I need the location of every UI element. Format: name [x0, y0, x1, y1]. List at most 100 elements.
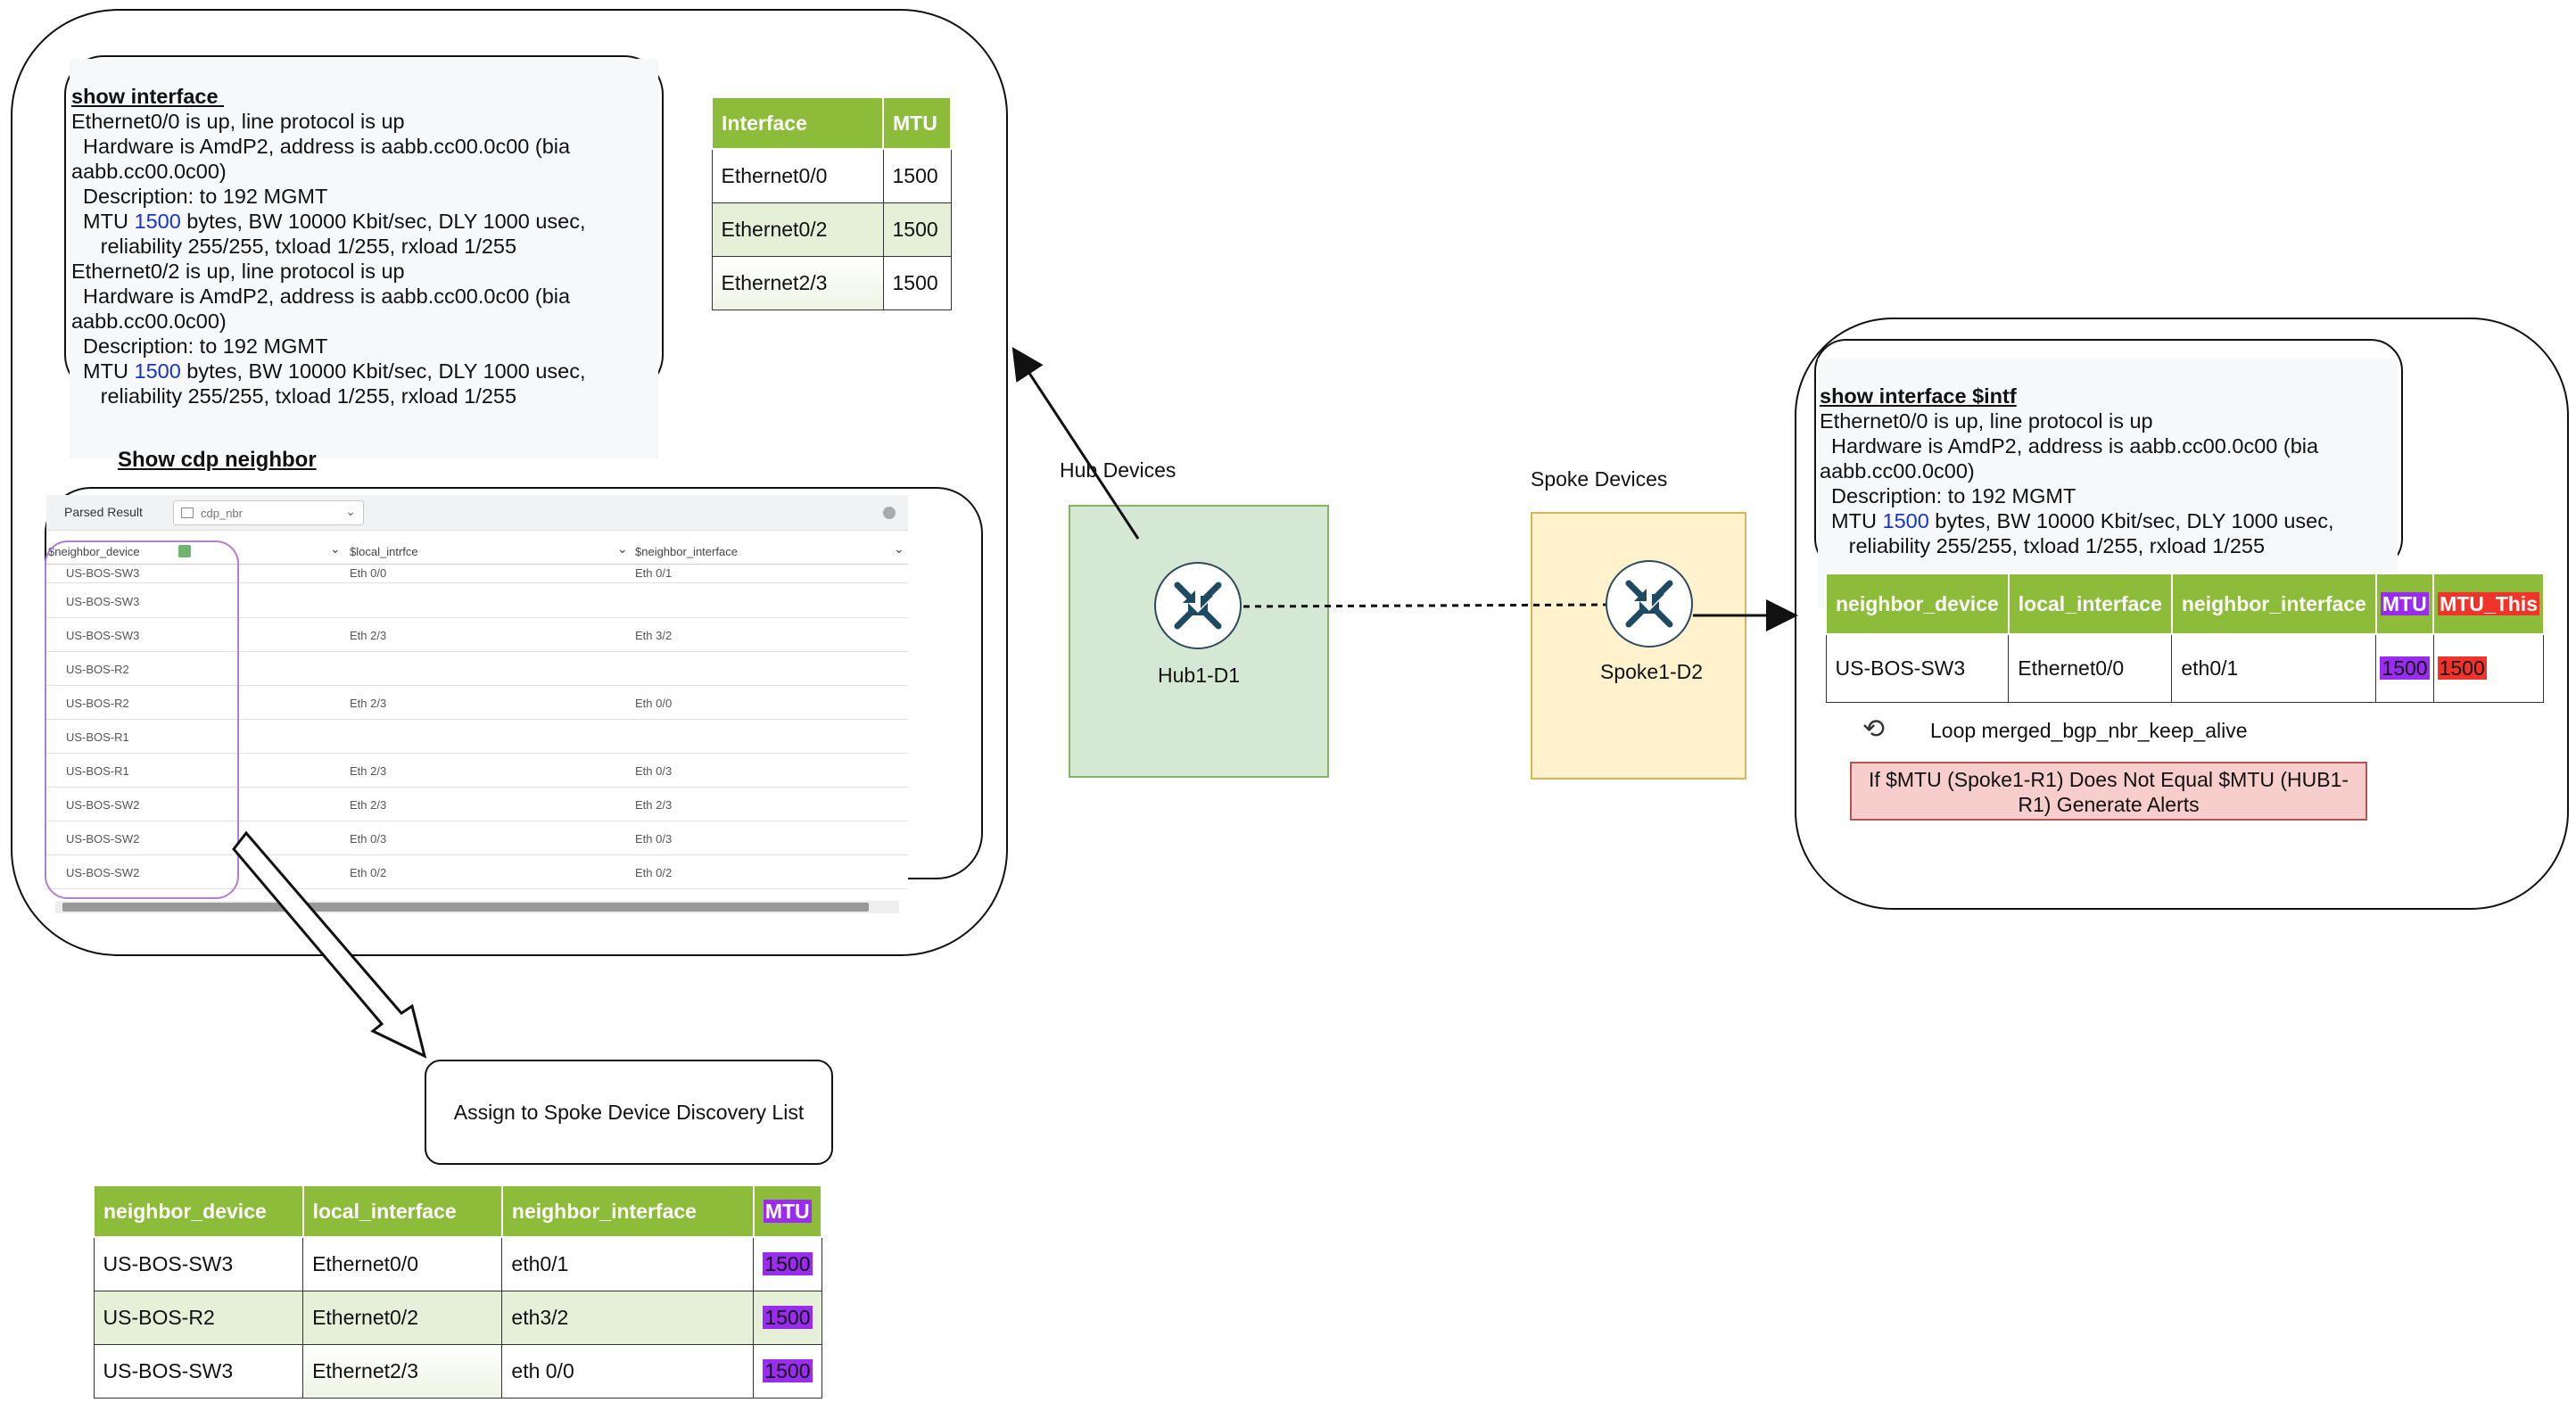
- table-cell: 1500: [753, 1343, 822, 1399]
- assign-box: Assign to Spoke Device Discovery List: [425, 1060, 833, 1165]
- cli-line: reliability 255/255, txload 1/255, rxloa…: [71, 235, 517, 258]
- table-header: local_interface: [301, 1184, 503, 1238]
- cdp-header-row: $neighbor_device ⌄ $local_intrfce ⌄ $nei…: [46, 541, 908, 565]
- cdp-cell: US-BOS-SW3: [66, 595, 140, 608]
- cdp-row[interactable]: US-BOS-SW2 Eth 2/3 Eth 2/3: [46, 788, 908, 821]
- parsed-result-tab[interactable]: Parsed Result: [64, 505, 143, 519]
- alert-line: If $MTU (Spoke1-R1) Does Not Equal $MTU …: [1868, 768, 2349, 791]
- cdp-cell: Eth 0/3: [635, 832, 673, 846]
- table-cell: Ethernet0/0: [2008, 633, 2173, 703]
- mtu-value: 1500: [763, 1251, 813, 1275]
- chevron-down-icon: ⌄: [345, 504, 356, 518]
- cli-line: MTU 1500 bytes, BW 10000 Kbit/sec, DLY 1…: [71, 359, 658, 384]
- hub-router-icon[interactable]: [1154, 562, 1242, 649]
- cdp-cell: Eth 0/1: [635, 566, 673, 580]
- table-cell: Ethernet0/0: [302, 1236, 503, 1291]
- cli-line: Description: to 192 MGMT: [71, 185, 328, 208]
- cdp-row[interactable]: US-BOS-SW3: [46, 584, 908, 618]
- mtu-value: 1500: [134, 359, 181, 383]
- neighbor-device-highlight: [45, 540, 239, 899]
- cli-line: aabb.cc00.0c00): [71, 309, 227, 333]
- cli-text: MTU: [71, 210, 135, 233]
- spoke-discovery-table: neighbor_device local_interface neighbor…: [93, 1184, 823, 1399]
- table-header: Interface: [711, 96, 884, 150]
- spoke-router-icon[interactable]: [1606, 560, 1693, 648]
- table-cell: Ethernet2/3: [711, 255, 884, 310]
- cli-line: Description: to 192 MGMT: [1820, 484, 2076, 507]
- cdp-row[interactable]: US-BOS-SW3 Eth 2/3 Eth 3/2: [46, 618, 908, 652]
- horizontal-scrollbar[interactable]: [55, 901, 899, 913]
- cdp-title: Show cdp neighbor: [118, 448, 317, 472]
- parsed-result-toolbar: Parsed Result cdp_nbr ⌄: [46, 495, 908, 531]
- table-header: neighbor_device: [93, 1184, 304, 1238]
- cdp-row[interactable]: US-BOS-R1 Eth 2/3 Eth 0/3: [46, 754, 908, 788]
- cdp-cell: US-BOS-SW2: [66, 798, 140, 812]
- interface-mtu-table: Interface MTU Ethernet0/0 1500 Ethernet0…: [711, 96, 952, 310]
- table-header: MTU: [752, 1184, 823, 1238]
- parser-select-value: cdp_nbr: [201, 507, 243, 520]
- cdp-cell: Eth 2/3: [635, 798, 673, 812]
- scrollbar-thumb[interactable]: [62, 903, 869, 912]
- hub-analysis-container: [11, 9, 1008, 956]
- cdp-cell: Eth 2/3: [350, 764, 387, 778]
- cdp-cell: Eth 0/0: [635, 697, 673, 710]
- table-header: local_interface: [2007, 573, 2173, 635]
- table-cell: 1500: [753, 1290, 822, 1345]
- chevron-down-icon[interactable]: ⌄: [330, 541, 341, 556]
- router-arrows-icon: [1625, 580, 1673, 628]
- table-cell: Ethernet2/3: [302, 1343, 503, 1399]
- cli-line: MTU 1500 bytes, BW 10000 Kbit/sec, DLY 1…: [71, 209, 658, 234]
- column-header[interactable]: $local_intrfce: [350, 545, 418, 558]
- loop-icon: ⟲: [1862, 714, 1886, 744]
- column-header[interactable]: $neighbor_device: [48, 545, 140, 558]
- alert-box: If $MTU (Spoke1-R1) Does Not Equal $MTU …: [1850, 762, 2367, 821]
- table-header: neighbor_interface: [2170, 573, 2377, 635]
- table-cell: 1500: [2432, 633, 2545, 703]
- cli-text: bytes, BW 10000 Kbit/sec, DLY 1000 usec,: [1928, 509, 2334, 532]
- cli-line: Description: to 192 MGMT: [71, 334, 328, 358]
- cdp-cell: Eth 0/3: [635, 764, 673, 778]
- table-cell: US-BOS-SW3: [1825, 633, 2010, 703]
- filter-icon[interactable]: [178, 545, 191, 557]
- alert-line: R1) Generate Alerts: [2018, 793, 2200, 816]
- cdp-row[interactable]: US-BOS-R1: [46, 720, 908, 754]
- cdp-cell: Eth 0/3: [350, 832, 387, 846]
- table-cell: Ethernet0/2: [302, 1290, 503, 1345]
- mtu-value: 1500: [763, 1358, 813, 1382]
- column-header[interactable]: $neighbor_interface: [635, 545, 738, 558]
- cdp-cell: Eth 0/2: [350, 866, 387, 879]
- chevron-down-icon[interactable]: ⌄: [617, 541, 628, 556]
- cdp-cell: US-BOS-R2: [66, 697, 129, 710]
- mtu-this-value: 1500: [2437, 656, 2487, 680]
- mtu-header: MTU: [2380, 591, 2429, 615]
- parser-select[interactable]: cdp_nbr ⌄: [173, 500, 364, 525]
- cdp-cell: US-BOS-SW2: [66, 866, 140, 879]
- table-cell: eth 0/0: [501, 1343, 755, 1399]
- cdp-cell: Eth 0/0: [350, 566, 387, 580]
- table-header: MTU: [2374, 573, 2435, 635]
- assign-label: Assign to Spoke Device Discovery List: [453, 1100, 805, 1124]
- table-icon: [181, 507, 194, 518]
- table-cell: eth0/1: [2171, 633, 2377, 703]
- cdp-cell: US-BOS-R1: [66, 730, 129, 744]
- show-interface-output: show interface Ethernet0/0 is up, line p…: [70, 59, 658, 458]
- mtu-value: 1500: [1882, 509, 1929, 532]
- cdp-row[interactable]: US-BOS-SW3 Eth 0/0 Eth 0/1: [46, 566, 908, 583]
- cli-line: reliability 255/255, txload 1/255, rxloa…: [71, 384, 517, 408]
- cli-line: reliability 255/255, txload 1/255, rxloa…: [1820, 534, 2266, 557]
- show-interface-intf-title: show interface $intf: [1820, 384, 2017, 408]
- cdp-row[interactable]: US-BOS-R2 Eth 2/3 Eth 0/0: [46, 686, 908, 720]
- table-cell: US-BOS-R2: [93, 1290, 304, 1345]
- cli-text: MTU: [71, 359, 135, 383]
- cli-line: Ethernet0/0 is up, line protocol is up: [1820, 409, 2153, 433]
- cdp-cell: US-BOS-SW3: [66, 566, 140, 580]
- table-cell: 1500: [882, 202, 952, 257]
- cdp-cell: US-BOS-SW2: [66, 832, 140, 846]
- cdp-row[interactable]: US-BOS-R2: [46, 652, 908, 686]
- settings-dot-icon[interactable]: [883, 507, 896, 519]
- cdp-cell: US-BOS-SW3: [66, 629, 140, 642]
- chevron-down-icon[interactable]: ⌄: [894, 541, 904, 556]
- hub-group-label: Hub Devices: [1060, 458, 1177, 482]
- cli-text: bytes, BW 10000 Kbit/sec, DLY 1000 usec,: [180, 210, 586, 233]
